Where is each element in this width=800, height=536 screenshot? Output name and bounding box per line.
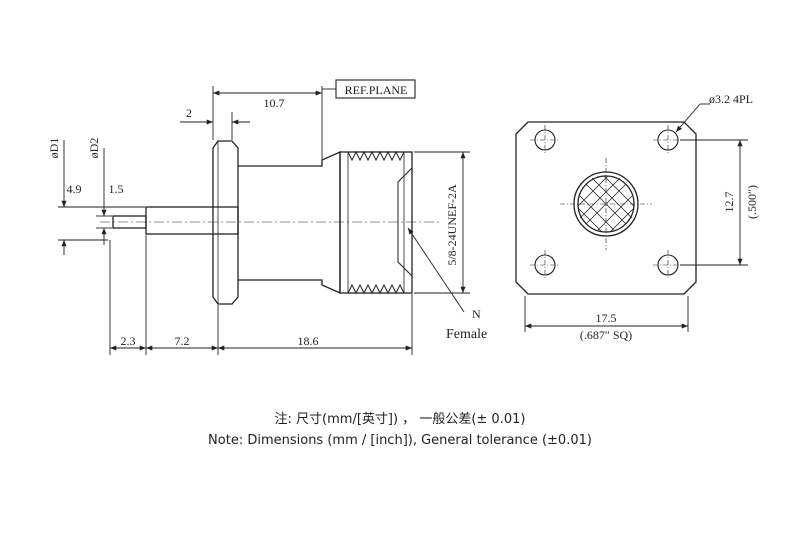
dim-687-sq: (.687″ SQ) [580,328,632,342]
d1-label: øD1 [47,138,61,159]
hole-callout: ø3.2 4PL [709,92,753,106]
body [238,150,341,295]
female-label: Female [446,327,487,342]
n-label: N [472,307,481,321]
dim-2: 2 [186,106,192,120]
thread-label: 5/8-24UNEF-2A [445,184,459,266]
dim-17-5: 17.5 [596,311,617,325]
dim-2-3: 2.3 [121,334,136,348]
thread-section [339,151,413,294]
dim-500: (.500″) [745,185,759,219]
mounting-holes [534,129,679,276]
center-contact [577,175,635,233]
front-view-dimensions [524,103,748,332]
front-view-labels: ø3.2 4PL 17.5 (.687″ SQ) 12.7 (.500″) [580,92,759,342]
thread-ribs [347,150,405,295]
note-english: Note: Dimensions (mm / [inch]), General … [208,433,592,448]
side-view-labels: 10.7 2 REF.PLANE 4.9 1.5 øD1 øD2 2.3 7.2… [47,83,487,348]
dim-1-5: 1.5 [109,182,124,196]
side-view-dimensions [58,79,470,355]
front-view [515,121,697,295]
hole-centerlines [530,125,683,280]
hole-leader [675,103,701,133]
dim-10-7: 10.7 [264,96,285,110]
ref-plane-label: REF.PLANE [345,83,408,97]
square-flange [515,121,697,295]
dim-7-2: 7.2 [175,334,190,348]
center-contact-knurl [577,175,635,233]
dim-4-9: 4.9 [67,182,82,196]
n-leader [407,227,465,313]
dim-12-7: 12.7 [722,192,736,213]
flange [212,140,239,305]
note-chinese: 注: 尺寸(mm/[英寸]) ， 一般公差(± 0.01) [274,412,526,427]
dim-18-6: 18.6 [298,334,319,348]
insulator [145,206,239,235]
d2-label: øD2 [87,138,101,159]
center-contact-outer [573,171,639,237]
side-view [100,140,440,305]
